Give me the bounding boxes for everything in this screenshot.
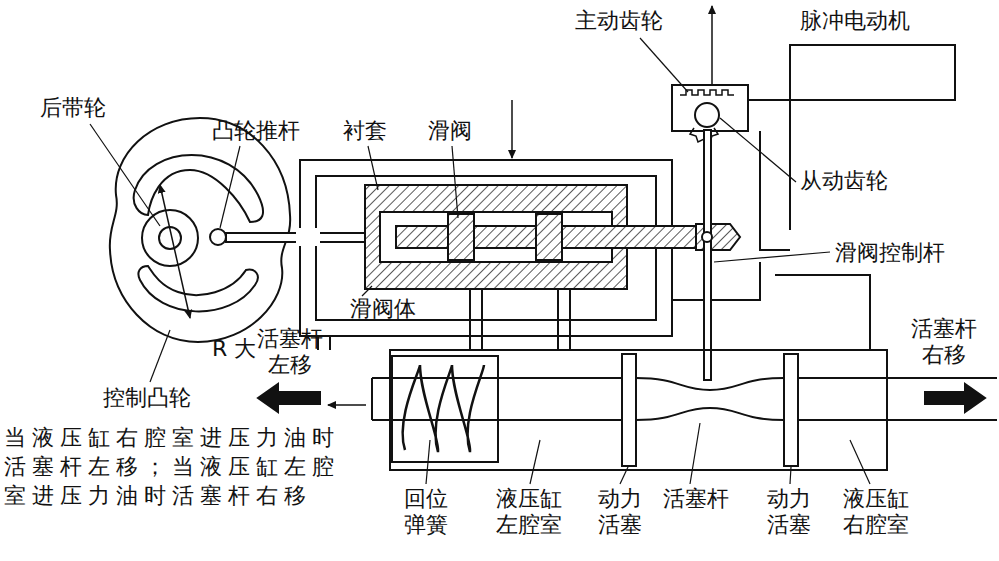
piston-rod-waist <box>636 378 784 420</box>
part-label: 滑阀控制杆 <box>835 240 945 266</box>
part-label: 滑阀 <box>428 118 472 144</box>
part-label: 液压缸 右腔室 <box>842 486 909 539</box>
oil-pipe <box>470 289 570 350</box>
part-label: 回位 弹簧 <box>403 486 448 539</box>
spring-housing <box>392 356 498 462</box>
part-label: 活塞杆 左移 <box>256 326 323 379</box>
part-label: 液压缸 左腔室 <box>495 486 562 539</box>
driven-gear <box>695 103 719 127</box>
part-label: 主动齿轮 <box>575 8 663 34</box>
oil-inlet-arrow <box>511 100 513 158</box>
spool-end <box>696 224 740 250</box>
control-cam <box>110 118 290 342</box>
power-piston <box>784 354 798 466</box>
pulse-motor <box>748 45 955 100</box>
gear-box <box>672 85 748 131</box>
part-label: 后带轮 <box>40 95 106 121</box>
part-label: 活塞杆 <box>663 486 729 512</box>
spool-land <box>536 214 562 260</box>
radius-arrow <box>160 185 190 318</box>
cam-pin <box>210 229 226 245</box>
part-label: 凸轮推杆 <box>212 118 300 144</box>
oil-pipe <box>672 262 870 350</box>
part-label: 活塞杆 右移 <box>910 316 977 369</box>
part-label: 控制凸轮 <box>103 385 191 411</box>
rear-pulley-hub <box>142 210 198 266</box>
cam-slot <box>138 266 257 311</box>
move-left-arrow <box>328 404 366 406</box>
housing-frame <box>760 100 790 250</box>
cam-slot <box>134 155 263 222</box>
part-label: 滑阀体 <box>350 296 416 322</box>
part-label: 动力 活塞 <box>597 486 642 539</box>
part-label: 当液压缸右腔室进压力油时 活塞杆左移；当液压缸左腔 室进压力油时活塞杆右移 <box>4 423 364 510</box>
part-label: R 大 <box>212 336 256 362</box>
leader-lines <box>90 38 870 484</box>
valve-control-lever <box>704 130 711 380</box>
move-right-arrow <box>925 384 985 412</box>
move-left-arrow <box>258 384 320 412</box>
part-label: 动力 活塞 <box>766 486 811 539</box>
part-label: 从动齿轮 <box>800 168 888 194</box>
part-label: 脉冲电动机 <box>800 8 910 34</box>
oil-outlet-arrow <box>711 6 713 84</box>
power-piston <box>622 354 636 466</box>
spool-land <box>448 214 474 260</box>
piston-rod <box>798 378 997 420</box>
piston-rod <box>372 378 636 420</box>
lever-pivot <box>702 232 712 242</box>
hydraulic-cylinder <box>390 350 887 470</box>
drive-gear <box>680 90 734 95</box>
part-label: 衬套 <box>343 118 387 144</box>
